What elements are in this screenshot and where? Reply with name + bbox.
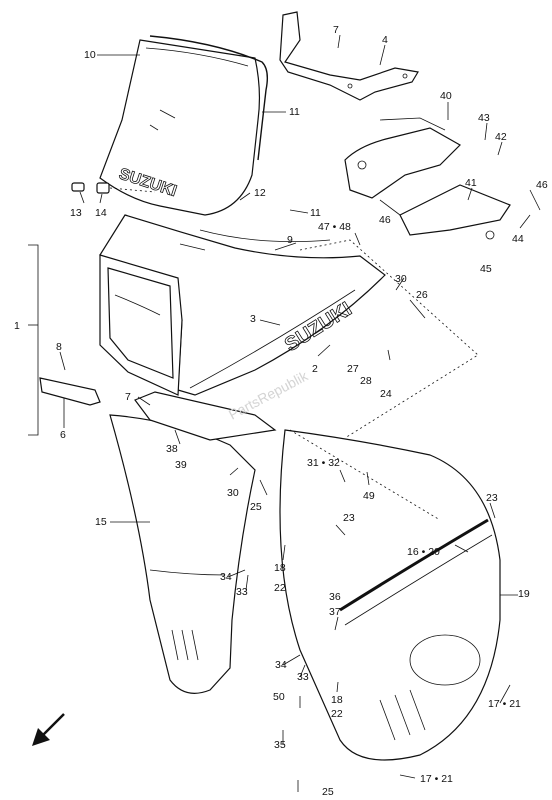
label-29: 28	[360, 375, 372, 387]
label-3: 3	[250, 313, 256, 325]
label-24: 24	[380, 388, 392, 400]
label-8: 11	[310, 207, 321, 219]
bracket-4	[279, 11, 419, 101]
label-30-lower: 30	[227, 487, 239, 499]
label-27: 26	[416, 289, 428, 301]
label-40: 40	[440, 90, 452, 102]
label-46-mid: 46	[379, 214, 391, 226]
label-41: 41	[465, 177, 477, 189]
part-labels: 10 11 7 4 40 43 42 41 46 46 44 45 12 11 …	[14, 24, 548, 798]
fasteners-13-14	[71, 182, 156, 194]
label-22-lower: 22	[331, 708, 343, 720]
label-5: 6	[60, 429, 66, 441]
label-36: 36	[329, 591, 341, 603]
label-34-upper: 34	[220, 571, 232, 583]
label-47-48: 47 • 48	[318, 221, 351, 233]
label-4: 4	[382, 34, 388, 46]
label-33-lower: 33	[297, 671, 309, 683]
label-23-right: 23	[486, 492, 498, 504]
label-35: 35	[274, 739, 286, 751]
label-2: 2	[312, 363, 318, 375]
stay-assembly-40	[344, 117, 511, 240]
label-26: 25	[250, 501, 262, 513]
windscreen: SUZUKI	[99, 35, 269, 216]
label-17-21-bottom: 17 • 21	[420, 773, 453, 785]
lower-cowling-left	[109, 414, 256, 694]
label-13: 13	[70, 207, 82, 219]
label-23-mid: 23	[343, 512, 355, 524]
label-11: 10	[84, 49, 96, 61]
label-9: 12	[254, 187, 266, 199]
label-39: 39	[175, 459, 187, 471]
label-19: 19	[518, 588, 530, 600]
label-6: 7	[125, 391, 131, 403]
label-46-right: 46	[536, 179, 548, 191]
lower-cowling-right	[279, 429, 501, 761]
bracket-38	[134, 391, 277, 441]
label-18-lower: 18	[331, 694, 343, 706]
label-34-lower: 34	[275, 659, 287, 671]
label-43: 43	[478, 112, 490, 124]
plate-5	[39, 377, 101, 406]
label-15: 15	[95, 516, 107, 528]
label-16-20: 16 • 20	[407, 546, 440, 558]
label-45: 45	[480, 263, 492, 275]
leader-lines	[28, 34, 541, 792]
label-49: 49	[363, 490, 375, 502]
label-37: 37	[329, 606, 341, 618]
label-17-21-right: 17 • 21	[488, 698, 521, 710]
label-12: 11	[289, 106, 300, 118]
label-33-upper: 33	[236, 586, 248, 598]
label-7-left: 8	[56, 341, 62, 353]
upper-cowling: SUZUKI	[99, 214, 386, 396]
label-50: 50	[273, 691, 285, 703]
label-38: 38	[166, 443, 178, 455]
label-1: 1	[14, 320, 20, 332]
label-10: 9	[287, 234, 293, 246]
label-18-upper: 18	[274, 562, 286, 574]
label-30-upper: 30	[395, 273, 407, 285]
label-7-top: 7	[333, 24, 339, 36]
label-42: 42	[495, 131, 507, 143]
label-28: 27	[347, 363, 359, 375]
label-22-upper: 22	[274, 582, 286, 594]
label-44: 44	[512, 233, 524, 245]
direction-arrow-icon	[32, 713, 65, 746]
label-14: 14	[95, 207, 107, 219]
label-31-32: 31 • 32	[307, 457, 340, 469]
label-25: 25	[322, 786, 334, 798]
